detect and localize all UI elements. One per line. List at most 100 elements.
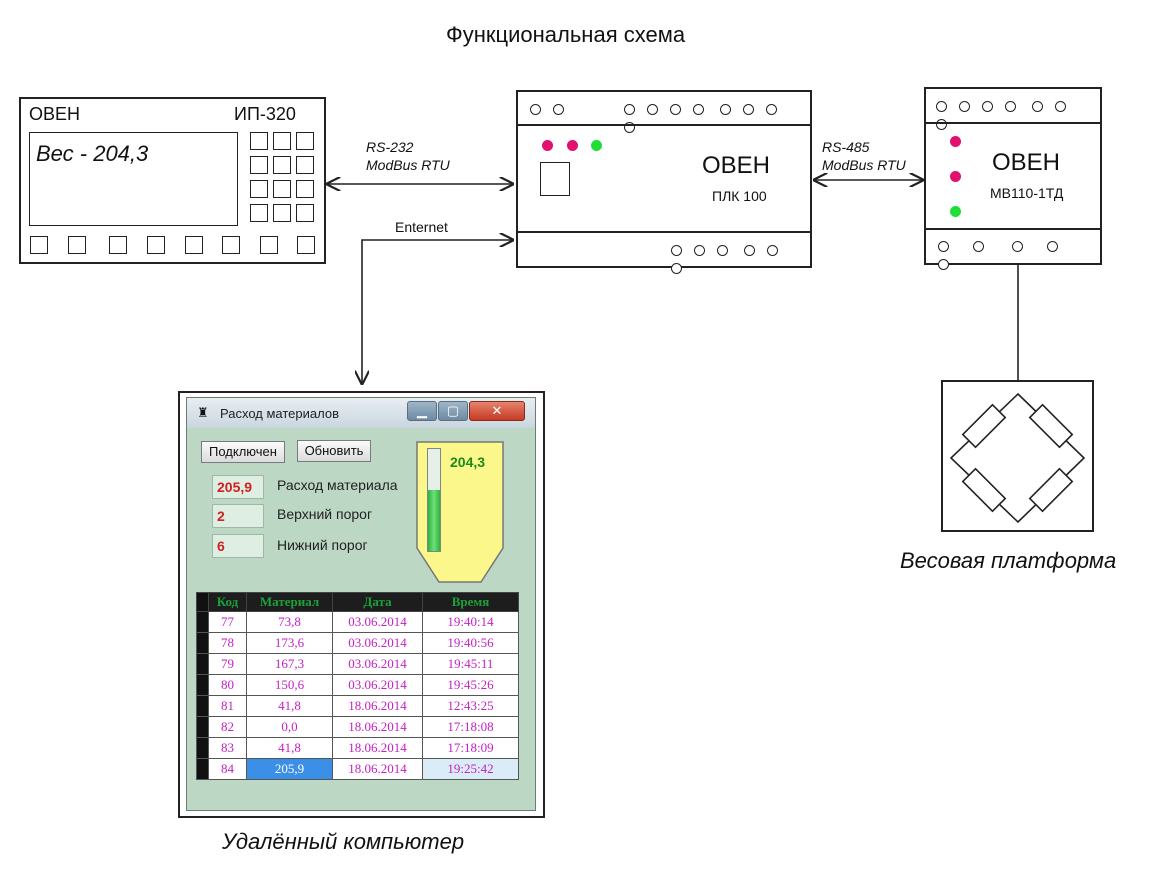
table-cell[interactable]: 03.06.2014 xyxy=(332,653,423,675)
plc-brand: ОВЕН xyxy=(702,152,771,179)
ip320-key xyxy=(273,204,291,222)
table-cell[interactable]: 77 xyxy=(208,611,247,633)
rs485-label-line1: RS-485 xyxy=(822,139,870,155)
table-cell[interactable]: 73,8 xyxy=(246,611,333,633)
ip320-function-key xyxy=(68,236,86,254)
table-cell[interactable]: 41,8 xyxy=(246,695,333,717)
plc-bottom-terminals xyxy=(671,243,810,279)
plc-led-1 xyxy=(542,140,553,151)
refresh-button[interactable]: Обновить xyxy=(297,440,371,462)
mb-brand: ОВЕН xyxy=(992,149,1061,176)
hopper-level-fill xyxy=(428,489,440,551)
column-header[interactable]: Материал xyxy=(246,592,333,612)
table-cell[interactable]: 18.06.2014 xyxy=(332,695,423,717)
table-cell[interactable]: 78 xyxy=(208,632,247,654)
weighing-platform xyxy=(941,380,1094,532)
ip320-function-key xyxy=(185,236,203,254)
column-header[interactable]: Дата xyxy=(332,592,423,612)
table-cell[interactable]: 81 xyxy=(208,695,247,717)
upper-threshold-label: Верхний порог xyxy=(277,506,373,522)
row-selector[interactable] xyxy=(196,695,209,717)
table-cell[interactable]: 19:40:14 xyxy=(422,611,519,633)
table-cell[interactable]: 18.06.2014 xyxy=(332,737,423,759)
row-header-corner xyxy=(196,592,209,612)
column-header[interactable]: Время xyxy=(422,592,519,612)
table-cell[interactable]: 03.06.2014 xyxy=(332,632,423,654)
table-cell[interactable]: 19:45:26 xyxy=(422,674,519,696)
ip320-function-key xyxy=(147,236,165,254)
table-cell[interactable]: 03.06.2014 xyxy=(332,674,423,696)
mb-led-3 xyxy=(950,206,961,217)
table-cell[interactable]: 84 xyxy=(208,758,247,780)
table-cell[interactable]: 12:43:25 xyxy=(422,695,519,717)
plc-led-3 xyxy=(591,140,602,151)
strain-gauge-bridge-icon xyxy=(949,392,1086,524)
ip320-key xyxy=(250,156,268,174)
row-selector[interactable] xyxy=(196,716,209,738)
table-cell[interactable]: 150,6 xyxy=(246,674,333,696)
table-cell[interactable]: 17:18:09 xyxy=(422,737,519,759)
lower-threshold-label: Нижний порог xyxy=(277,537,368,553)
ip320-display: Вес - 204,3 xyxy=(29,132,238,226)
hopper-level-bar xyxy=(427,448,441,552)
ip320-key xyxy=(296,156,314,174)
close-button[interactable]: ✕ xyxy=(469,401,525,421)
table-cell[interactable]: 167,3 xyxy=(246,653,333,675)
app-icon: ♜ xyxy=(197,405,209,420)
table-cell[interactable]: 18.06.2014 xyxy=(332,716,423,738)
diagram-title: Функциональная схема xyxy=(446,22,686,47)
maximize-button[interactable]: ▢ xyxy=(438,401,468,421)
ip320-key xyxy=(250,132,268,150)
row-selector[interactable] xyxy=(196,737,209,759)
row-selector[interactable] xyxy=(196,758,209,780)
row-selector[interactable] xyxy=(196,674,209,696)
table-cell[interactable]: 82 xyxy=(208,716,247,738)
ip320-key xyxy=(250,204,268,222)
ip320-function-key xyxy=(30,236,48,254)
table-cell[interactable]: 41,8 xyxy=(246,737,333,759)
table-cell[interactable]: 19:40:56 xyxy=(422,632,519,654)
plc-slot xyxy=(540,162,570,196)
ip320-key xyxy=(296,180,314,198)
row-selector[interactable] xyxy=(196,611,209,633)
minimize-button[interactable]: ▁ xyxy=(407,401,437,421)
table-cell[interactable]: 17:18:08 xyxy=(422,716,519,738)
platform-label: Весовая платформа xyxy=(900,548,1117,573)
row-selector[interactable] xyxy=(196,632,209,654)
consumption-label: Расход материала xyxy=(277,477,398,493)
internet-arrow xyxy=(362,240,514,385)
table-cell[interactable]: 19:25:42 xyxy=(422,758,519,780)
hopper-value: 204,3 xyxy=(450,454,486,470)
ip320-function-key xyxy=(109,236,127,254)
table-cell[interactable]: 173,6 xyxy=(246,632,333,654)
mb-model: МВ110-1ТД xyxy=(990,185,1064,201)
table-cell[interactable]: 19:45:11 xyxy=(422,653,519,675)
column-header[interactable]: Код xyxy=(208,592,247,612)
table-cell[interactable]: 83 xyxy=(208,737,247,759)
mb-bottom-terminals xyxy=(938,239,1100,275)
table-cell[interactable]: 80 xyxy=(208,674,247,696)
table-cell[interactable]: 205,9 xyxy=(246,758,333,780)
ip320-function-key xyxy=(222,236,240,254)
consumption-value: 205,9 xyxy=(212,475,264,499)
plc-led-2 xyxy=(567,140,578,151)
ip320-key xyxy=(296,132,314,150)
ip320-model: ИП-320 xyxy=(234,104,296,124)
table-cell[interactable]: 18.06.2014 xyxy=(332,758,423,780)
table-cell[interactable]: 03.06.2014 xyxy=(332,611,423,633)
table-cell[interactable]: 0,0 xyxy=(246,716,333,738)
connected-button[interactable]: Подключен xyxy=(201,441,285,463)
row-selector[interactable] xyxy=(196,653,209,675)
table-cell[interactable]: 79 xyxy=(208,653,247,675)
plc-model: ПЛК 100 xyxy=(712,188,767,204)
